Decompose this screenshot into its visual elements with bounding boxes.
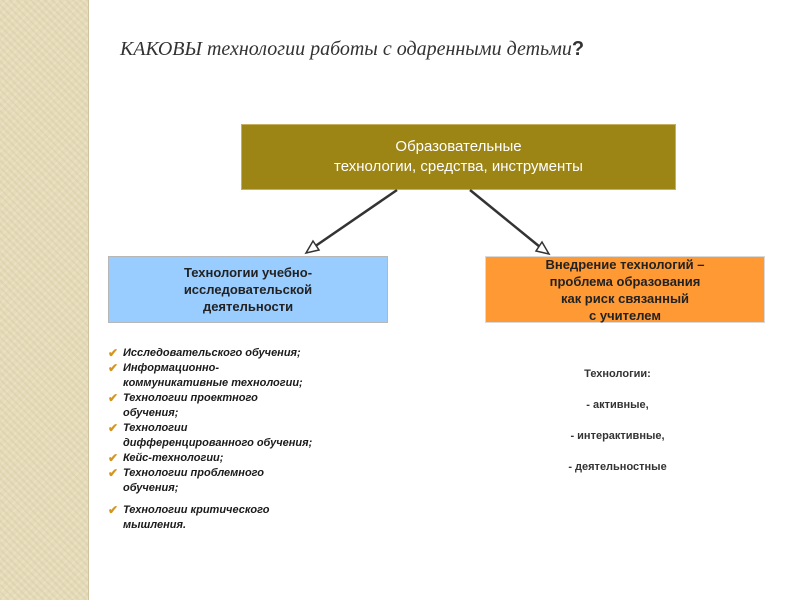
box-right-line-3: как риск связанный: [560, 290, 690, 306]
box-top-line-1: Образовательные: [395, 138, 522, 155]
check-icon: ✔: [108, 421, 119, 435]
box-left-line-3: деятельности: [202, 299, 294, 314]
title-text: КАКОВЫ технологии работы с одаренными де…: [120, 38, 572, 60]
box-research-technologies: Технологии учебно- исследовательской дея…: [108, 256, 388, 323]
check-icon: ✔: [108, 466, 119, 480]
check-icon: ✔: [108, 391, 119, 405]
box-implementation-risk: Внедрение технологий – проблема образова…: [485, 256, 765, 323]
arrow-left-line: [313, 188, 398, 249]
list-item: - деятельностные: [568, 461, 667, 473]
technology-types-list: Технологии: - активные, - интерактивные,…: [530, 367, 705, 491]
arrow-right-line: [469, 189, 541, 248]
list-item: - интерактивные,: [570, 430, 665, 442]
box-right-line-4: с учителем: [589, 307, 661, 323]
box-right-line-1: Внедрение технологий –: [545, 256, 705, 272]
arrow-left-icon: [304, 239, 321, 255]
list-item: ✔ Информационно-коммуникативные технолог…: [108, 361, 303, 389]
box-left-line-2: исследовательской: [183, 282, 313, 297]
check-icon: ✔: [108, 503, 119, 517]
title-question-mark: ?: [571, 38, 585, 60]
list-item: ✔Кейс-технологии;: [108, 451, 224, 465]
technology-checklist: ✔Исследовательского обучения; ✔ Информац…: [108, 346, 378, 533]
list-item: - активные,: [586, 399, 649, 411]
box-right-line-2: проблема образования: [549, 273, 701, 289]
box-educational-technologies: Образовательные технологии, средства, ин…: [241, 124, 676, 190]
slide-title: КАКОВЫ технологии работы с одаренными де…: [120, 38, 584, 61]
box-left-line-1: Технологии учебно-: [183, 265, 313, 280]
check-icon: ✔: [108, 361, 119, 375]
list-item: ✔Исследовательского обучения;: [108, 346, 301, 360]
check-icon: ✔: [108, 451, 119, 465]
decorative-sidebar: [0, 0, 89, 600]
check-icon: ✔: [108, 346, 119, 360]
box-top-line-2: технологии, средства, инструменты: [334, 158, 583, 175]
arrow-right-icon: [534, 240, 551, 256]
technology-types-heading: Технологии:: [584, 368, 651, 380]
